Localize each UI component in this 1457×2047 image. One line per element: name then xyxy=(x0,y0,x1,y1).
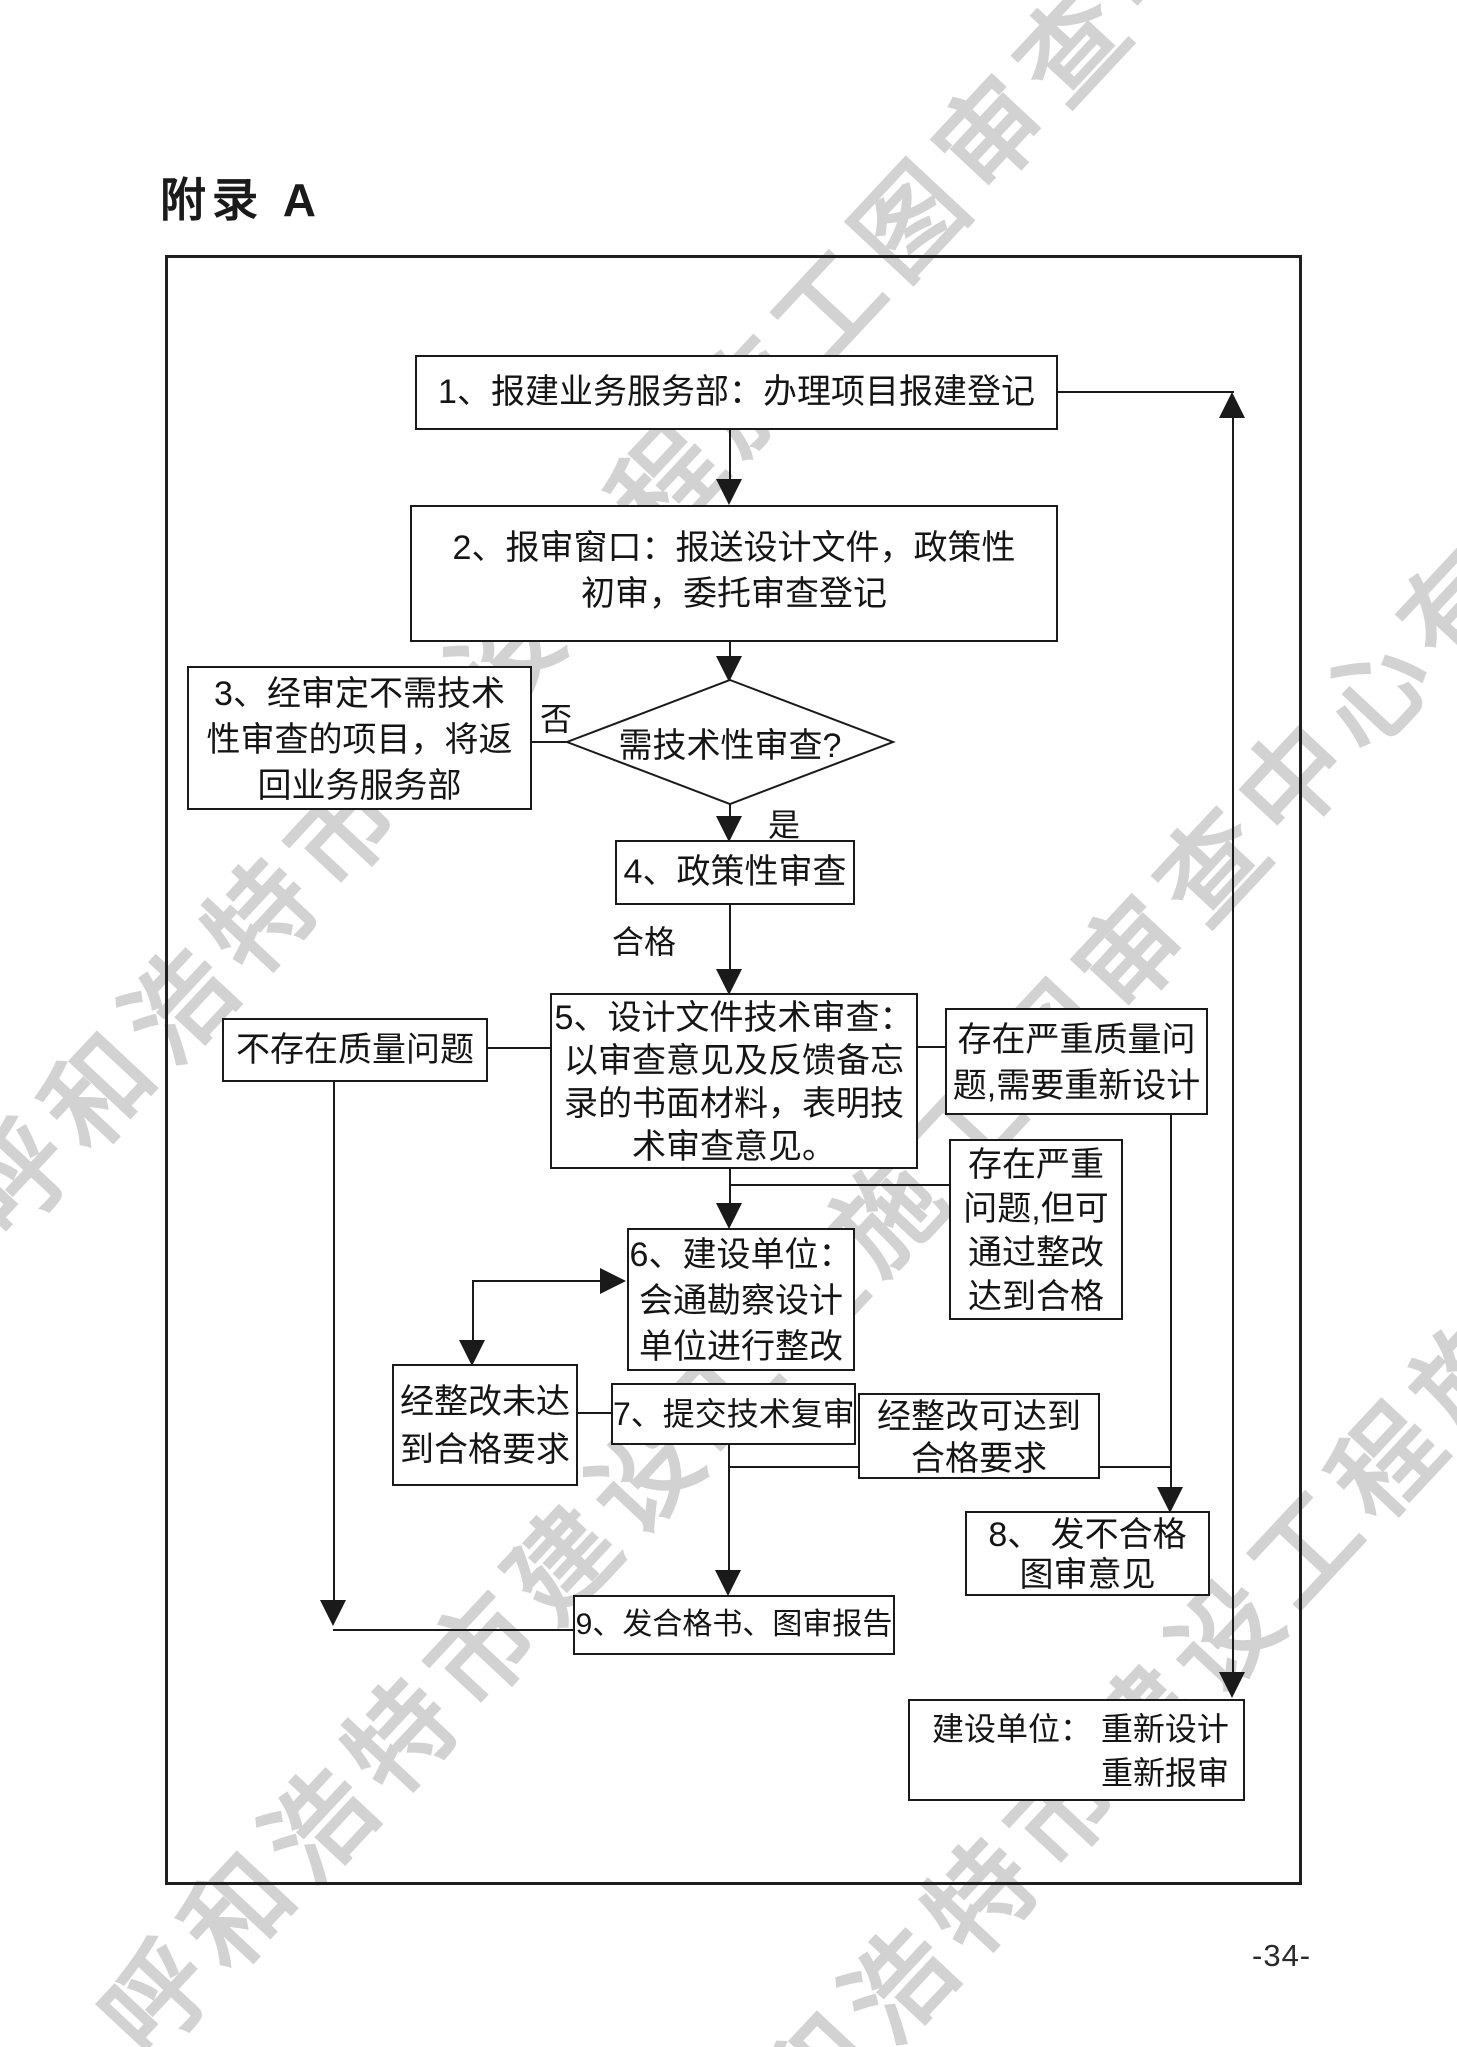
decision-diamond-shape xyxy=(564,678,896,806)
decision-no-label: 否 xyxy=(540,701,573,737)
arrow-into-step4 xyxy=(716,816,742,842)
connector-decision-step4 xyxy=(729,802,731,818)
redesign-box: 建设单位： 重新设计 重新报审 xyxy=(908,1699,1245,1801)
step7-box: 7、提交技术复审 xyxy=(611,1383,856,1445)
connector-noissue-down xyxy=(333,1082,335,1602)
decision-yes-label: 是 xyxy=(768,807,801,843)
connector-step5-step6 xyxy=(729,1169,731,1205)
arrow-into-step6-left xyxy=(600,1268,626,1294)
arrow-loop-up xyxy=(1219,392,1245,418)
connector-left-step9 xyxy=(333,1629,573,1631)
step4-box: 4、政策性审查 xyxy=(615,840,855,905)
connector-step2-decision xyxy=(729,642,731,658)
rectify-fail-label: 经整改未达 到合格要求 xyxy=(392,1364,578,1486)
connector-step1-step2 xyxy=(729,430,731,482)
connector-severe-step8 xyxy=(1170,1115,1172,1489)
arrow-noissue-down xyxy=(320,1600,346,1626)
connector-rectifyfail-step7 xyxy=(578,1412,611,1414)
arrow-into-rectifyfail xyxy=(459,1340,485,1366)
step1-box: 1、报建业务服务部：办理项目报建登记 xyxy=(415,355,1058,430)
arrow-into-decision xyxy=(716,656,742,682)
connector-step5-severe xyxy=(918,1046,945,1048)
connector-noissue-step5 xyxy=(488,1047,550,1049)
step8-box: 8、 发不合格 图审意见 xyxy=(965,1511,1210,1596)
arrow-into-step6-top xyxy=(716,1203,742,1229)
decision-text: 需技术性审查? xyxy=(618,726,842,765)
arrow-into-step2 xyxy=(716,479,742,505)
connector-step3-decision xyxy=(532,741,570,743)
step5-box: 5、设计文件技术审查： 以审查意见及反馈备忘 录的书面材料，表明技 术审查意见。 xyxy=(550,993,918,1169)
connector-step4-step5 xyxy=(729,905,731,971)
arrow-into-step5 xyxy=(716,969,742,995)
page-number: -34- xyxy=(1252,1938,1312,1973)
policy-pass-label: 合格 xyxy=(612,924,677,960)
severe-fixable-label: 存在严重 问题,但可 通过整改 达到合格 xyxy=(949,1139,1123,1320)
connector-loop-step1 xyxy=(1058,391,1234,393)
no-quality-issue-label: 不存在质量问题 xyxy=(222,1018,488,1082)
decision-diamond: 需技术性审查? xyxy=(560,675,900,809)
arrow-into-step8 xyxy=(1157,1487,1183,1513)
flowchart-frame xyxy=(165,255,1302,1885)
connector-step5-fixable xyxy=(729,1184,949,1186)
step3-box: 3、经审定不需技术 性审查的项目，将返 回业务服务部 xyxy=(187,666,532,810)
step9-box: 9、发合格书、图审报告 xyxy=(573,1595,895,1655)
severe-redesign-label: 存在严重质量问 题,需要重新设计 xyxy=(945,1008,1208,1115)
connector-corner-rectifyfail xyxy=(472,1281,474,1340)
connector-step7-step9 xyxy=(728,1445,730,1572)
step2-box: 2、报审窗口：报送设计文件，政策性 初审，委托审查登记 xyxy=(410,505,1058,642)
connector-corner-step6 xyxy=(472,1280,600,1282)
step6-box: 6、建设单位： 会通勘察设计 单位进行整改 xyxy=(627,1228,855,1371)
arrow-into-step9 xyxy=(715,1570,741,1596)
connector-right-loop xyxy=(1232,418,1234,1672)
arrow-into-redesign xyxy=(1219,1672,1245,1698)
rectify-pass-label: 经整改可达到 合格要求 xyxy=(858,1393,1100,1479)
page-title: 附录 A xyxy=(160,174,322,226)
